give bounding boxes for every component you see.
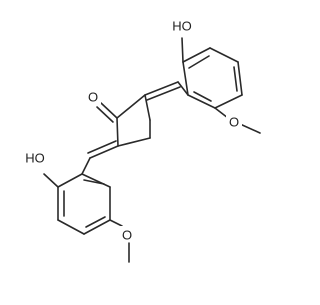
- lower-exocyclic-double-bond-a: [89, 145, 119, 159]
- upper-ring-inner-bond-b: [233, 66, 238, 92]
- lower-ring-inner-bond-b: [85, 216, 106, 228]
- lower-hydroxyl-bond: [43, 173, 59, 188]
- lower-ring-bond-4: [83, 219, 111, 235]
- atom-labels: HO O O HO O: [20, 18, 242, 243]
- lower-substituents: [43, 173, 130, 263]
- ring-bond-c4-c5: [117, 137, 151, 147]
- lower-phenyl-ring: [57, 173, 111, 235]
- lower-link-to-ring: [81, 157, 91, 175]
- upper-exocyclic-double-bond-b: [146, 86, 181, 101]
- upper-ring-inner-bond-a: [188, 55, 210, 69]
- lower-benzylidene-link: [81, 140, 119, 175]
- carbonyl-double-bond-a: [100, 102, 118, 119]
- upper-benzylidene-link: [144, 81, 189, 101]
- upper-link-to-ring: [177, 81, 189, 96]
- hydroxyl-label-top: HO: [172, 19, 192, 34]
- upper-methoxy-bond-o-ch3: [239, 123, 261, 134]
- upper-substituents: [181, 37, 261, 134]
- upper-ring-bond-2: [182, 47, 211, 63]
- upper-ring-bond-4: [237, 61, 243, 96]
- ring-bond-c5-c1: [116, 117, 119, 147]
- cyclopentanone-ring: [116, 94, 151, 147]
- methoxy-oxygen-label-top: O: [229, 115, 239, 130]
- lower-ring-bond-1: [57, 173, 83, 188]
- upper-methoxy-bond-ring-o: [214, 107, 229, 119]
- upper-hydroxyl-bond: [181, 37, 184, 63]
- upper-ring-bond-6: [187, 94, 216, 109]
- lower-ring-inner-bond-c: [83, 179, 105, 185]
- chemical-structure: HO O O HO O: [20, 18, 261, 263]
- upper-exocyclic-double-bond-a: [144, 81, 179, 96]
- carbonyl-group: [96, 102, 118, 123]
- methoxy-oxygen-label-bottom: O: [122, 228, 132, 243]
- lower-methoxy-bond-ring-o: [109, 219, 123, 227]
- carbonyl-double-bond-b: [96, 106, 114, 123]
- structure-canvas: HO O O HO O: [20, 18, 261, 263]
- upper-ring-bond-3: [209, 47, 239, 63]
- lower-ring-bond-6: [81, 173, 111, 188]
- upper-ring-inner-bond-c: [193, 91, 212, 102]
- hydroxyl-label-bottom: HO: [25, 151, 45, 166]
- carbonyl-oxygen-label: O: [88, 90, 98, 105]
- upper-ring-bond-1: [182, 61, 189, 96]
- upper-phenyl-ring: [182, 47, 243, 109]
- ring-bond-c2-c3: [144, 94, 151, 121]
- lower-ring-bond-3: [57, 219, 85, 235]
- lower-exocyclic-double-bond-b: [87, 140, 117, 154]
- ring-bond-c1-c2: [116, 94, 146, 119]
- upper-ring-bond-5: [214, 94, 243, 109]
